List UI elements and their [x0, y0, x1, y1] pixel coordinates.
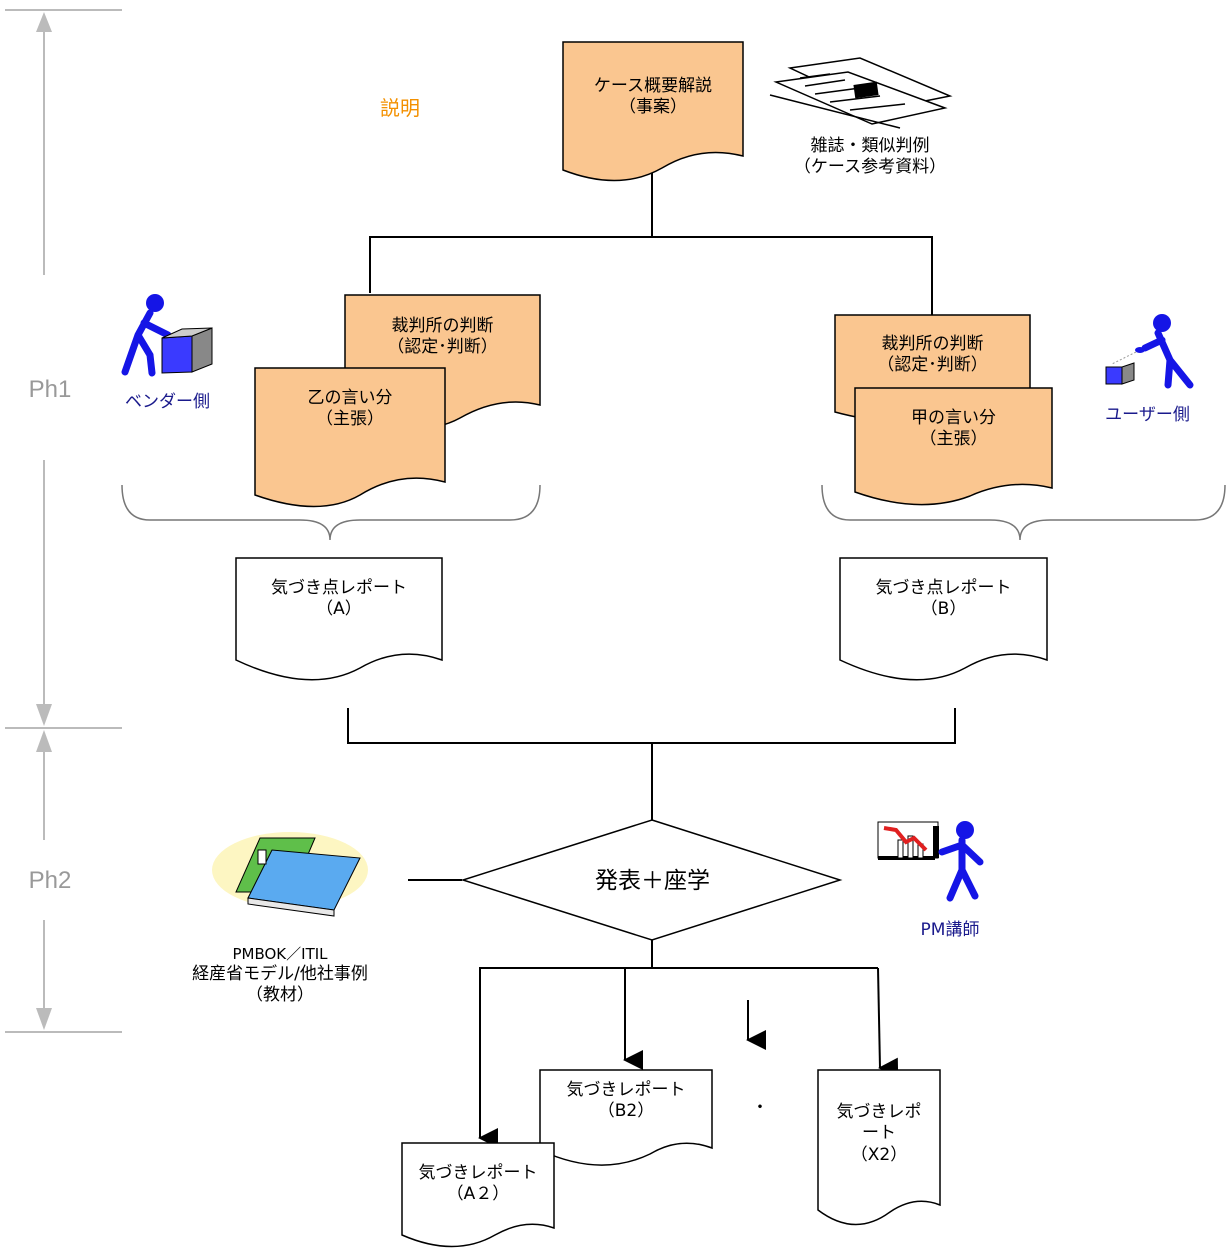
vendor-court-text: 裁判所の判断（認定･判断） [387, 316, 498, 358]
ellipsis-dot: ・ [751, 1098, 769, 1118]
newspaper-icon [769, 57, 953, 129]
report-b2-text: 気づきレポート（B2） [566, 1080, 686, 1122]
vendor-person-icon [121, 294, 213, 377]
instructor-icon [877, 821, 984, 902]
report-x2-doc [817, 1069, 941, 1226]
user-label: ユーザー側 [1105, 405, 1190, 425]
report-b2-doc [539, 1069, 713, 1166]
report-a2-text: 気づきレポート（A２） [418, 1163, 538, 1205]
user-court-text: 裁判所の判断（認定･判断） [877, 334, 988, 376]
vendor-claim-doc [254, 367, 446, 508]
phase-1-label: Ph1 [28, 376, 72, 403]
vendor-claim-text: 乙の言い分（主張） [307, 388, 393, 430]
phase-2-label: Ph2 [28, 867, 72, 894]
textbook-icon [212, 832, 368, 917]
explain-label: 説明 [380, 96, 420, 120]
decision-text: 発表＋座学 [595, 868, 710, 894]
phase-timeline [5, 9, 122, 1033]
user-person-icon [1105, 314, 1194, 389]
instructor-label: PM講師 [920, 920, 980, 940]
report-a-doc [235, 557, 443, 681]
case-overview-doc [562, 41, 744, 182]
reference-caption: 雑誌・類似判例（ケース参考資料） [793, 136, 947, 178]
case-overview-text: ケース概要解説（事案） [593, 76, 713, 118]
vendor-brace [121, 484, 541, 541]
user-claim-doc [854, 387, 1053, 506]
report-x2-text: 気づきレポート（X2） [836, 1102, 922, 1165]
user-brace [821, 484, 1226, 541]
presentation-decision-diamond [460, 819, 843, 941]
report-b-text: 気づき点レポート（B） [875, 578, 1012, 620]
vendor-label: ベンダー側 [125, 392, 210, 412]
report-a2-doc [401, 1142, 555, 1248]
user-claim-text: 甲の言い分（主張） [911, 408, 996, 450]
report-b-doc [839, 557, 1048, 681]
report-a-text: 気づき点レポート（A） [271, 578, 407, 620]
